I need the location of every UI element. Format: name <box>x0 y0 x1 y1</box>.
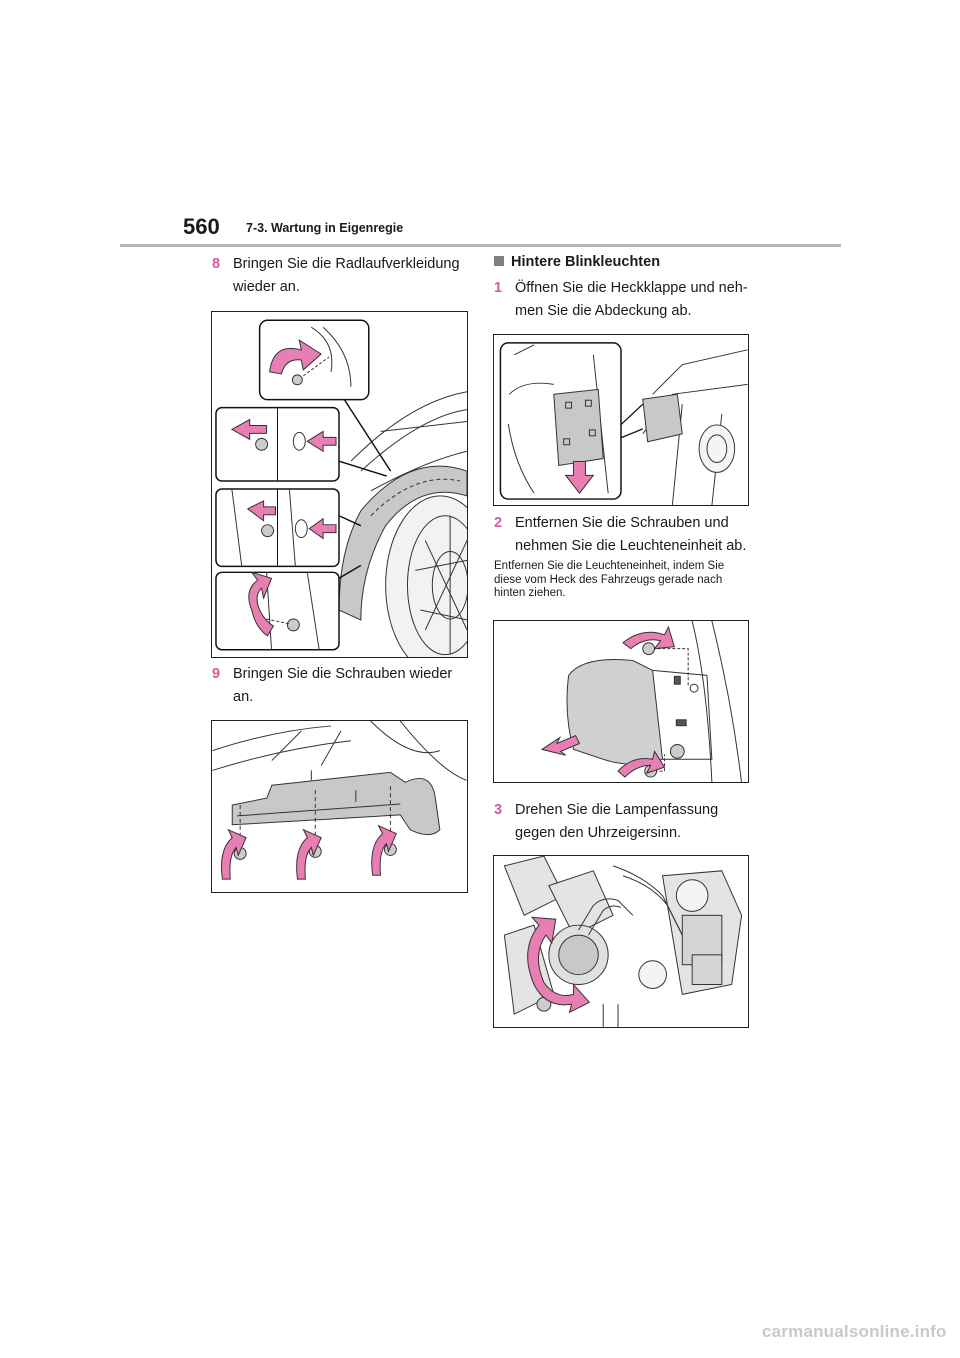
step-number: 9 <box>212 666 221 682</box>
step-1: 1 Öffnen Sie die Heckklappe und neh-men … <box>494 277 756 323</box>
step-number: 3 <box>494 802 503 818</box>
tailgate-cover-illustration <box>493 334 749 506</box>
turn-arrow-icon <box>617 750 666 778</box>
section-heading: Hintere Blinkleuchten <box>494 254 660 270</box>
push-arrow-icon <box>564 461 595 494</box>
wheel-arch-liner-illustration <box>211 311 468 658</box>
turn-arrow-icon <box>622 625 675 650</box>
push-arrow-icon <box>246 500 276 522</box>
turn-arrow-icon <box>248 571 275 637</box>
turn-arrow-icon <box>371 824 397 876</box>
bulb-socket-illustration <box>493 855 749 1028</box>
header-rule <box>120 244 841 247</box>
step-text: Bringen Sie die Radlaufverkleidung wiede… <box>233 256 460 295</box>
turn-arrow-icon <box>221 828 247 880</box>
step-8: 8 Bringen Sie die Radlaufverkleidung wie… <box>212 253 472 299</box>
bullet-icon <box>494 256 504 266</box>
screw-icon <box>642 642 656 656</box>
footer-watermark[interactable]: carmanualsonline.info <box>762 1322 947 1341</box>
turn-arrow-icon <box>268 339 322 375</box>
step-number: 2 <box>494 515 503 531</box>
push-arrow-icon <box>230 418 268 441</box>
step-9: 9 Bringen Sie die Schrauben wieder an. <box>212 663 472 709</box>
section-title: 7-3. Wartung in Eigenregie <box>246 221 404 235</box>
step-text: Bringen Sie die Schrauben wieder an. <box>233 666 453 705</box>
page-number: 560 <box>183 214 220 239</box>
push-arrow-icon <box>540 734 581 756</box>
step-2: 2 Entfernen Sie die Schrauben und nehmen… <box>494 512 756 558</box>
push-arrow-icon <box>306 430 337 453</box>
push-arrow-icon <box>308 517 337 540</box>
step-text: Drehen Sie die Lampenfassung gegen den U… <box>515 802 719 841</box>
step-3: 3 Drehen Sie die Lampenfassung gegen den… <box>494 799 756 845</box>
step-number: 8 <box>212 256 221 272</box>
lamp-unit-illustration <box>493 620 749 783</box>
turn-arrow-icon <box>296 828 322 880</box>
turn-arrow-icon <box>527 916 591 1014</box>
heading-text: Hintere Blinkleuchten <box>511 254 661 270</box>
step-text: Öffnen Sie die Heckklappe und neh-men Si… <box>515 280 748 319</box>
step-text: Entfernen Sie die Schrauben und nehmen S… <box>515 515 747 554</box>
screws-illustration <box>211 720 468 893</box>
step-2-note: Entfernen Sie die Leuchteneinheit, indem… <box>494 560 725 599</box>
step-number: 1 <box>494 280 503 296</box>
